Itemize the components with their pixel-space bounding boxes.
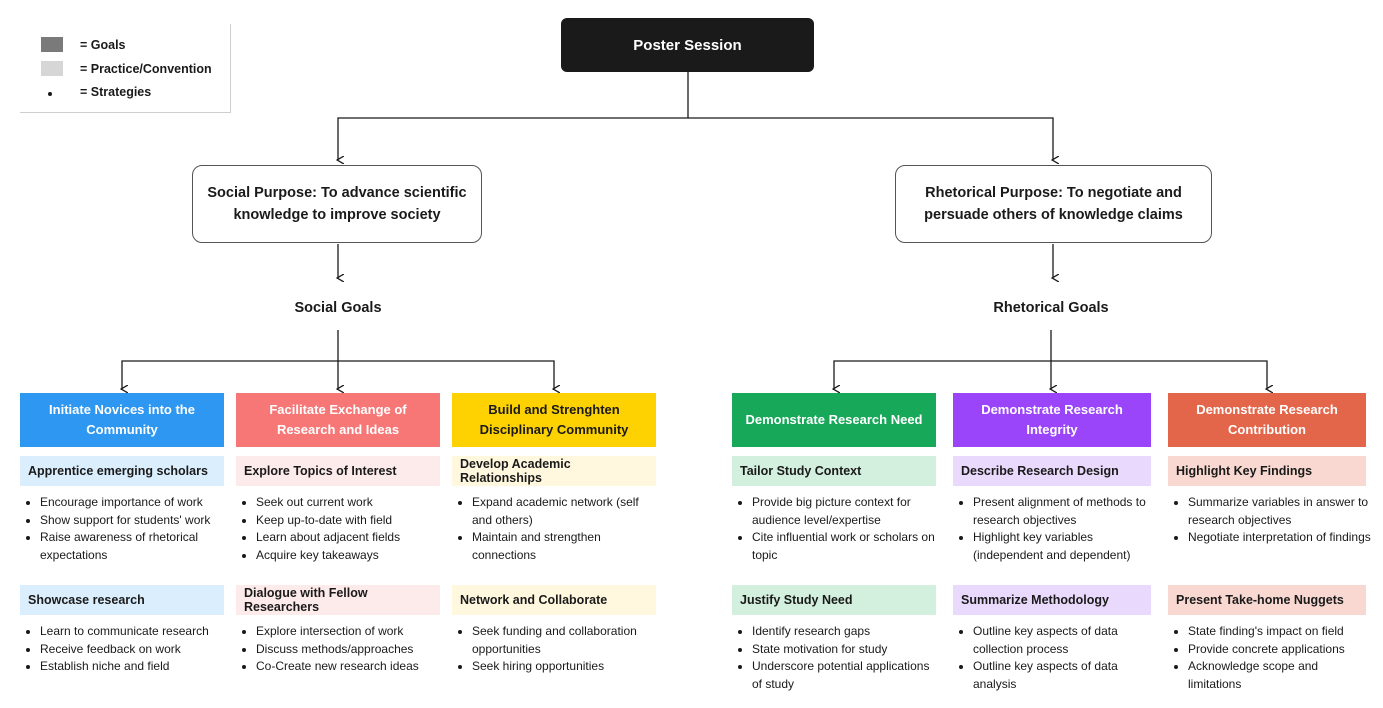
strategy-item: Outline key aspects of data collection p…: [973, 623, 1157, 658]
strategy-list: State finding's impact on fieldProvide c…: [1168, 623, 1372, 693]
strategy-item: State motivation for study: [752, 641, 942, 659]
connector-social-goal-3: [338, 360, 554, 389]
goal-box: Facilitate Exchange of Research and Idea…: [236, 393, 440, 447]
strategy-item: Underscore potential applications of stu…: [752, 658, 942, 693]
strategy-item: Seek hiring opportunities: [472, 658, 662, 676]
connector-root-rhetorical: [688, 117, 1053, 160]
strategy-list: Present alignment of methods to research…: [953, 494, 1157, 564]
practice-box: Dialogue with Fellow Researchers: [236, 585, 440, 615]
practice-box: Network and Collaborate: [452, 585, 656, 615]
strategy-item: Keep up-to-date with field: [256, 512, 446, 530]
legend-practice-label: = Practice/Convention: [80, 62, 212, 76]
strategy-item: Acknowledge scope and limitations: [1188, 658, 1372, 693]
goal-box: Demonstrate Research Contribution: [1168, 393, 1366, 447]
strategy-item: Expand academic network (self and others…: [472, 494, 662, 529]
connector-social-goal-1: [122, 330, 339, 389]
legend-goals-swatch: [41, 37, 63, 52]
legend: = Goals = Practice/Convention = Strategi…: [20, 24, 231, 113]
rhetorical-goals-label: Rhetorical Goals: [993, 300, 1109, 316]
strategy-item: Identify research gaps: [752, 623, 942, 641]
social-purpose-box: Social Purpose: To advance scientific kn…: [192, 165, 482, 243]
strategy-item: State finding's impact on field: [1188, 623, 1372, 641]
practice-box: Highlight Key Findings: [1168, 456, 1366, 486]
strategy-item: Provide big picture context for audience…: [752, 494, 942, 529]
practice-box: Explore Topics of Interest: [236, 456, 440, 486]
strategy-item: Cite influential work or scholars on top…: [752, 529, 942, 564]
practice-box: Describe Research Design: [953, 456, 1151, 486]
strategy-list: Identify research gapsState motivation f…: [732, 623, 942, 693]
practice-box: Showcase research: [20, 585, 224, 615]
legend-strategies-label: = Strategies: [80, 85, 152, 99]
strategy-item: Receive feedback on work: [40, 641, 230, 659]
strategy-item: Discuss methods/approaches: [256, 641, 446, 659]
strategy-list: Learn to communicate researchReceive fee…: [20, 623, 230, 676]
strategy-list: Seek out current workKeep up-to-date wit…: [236, 494, 446, 564]
strategy-list: Outline key aspects of data collection p…: [953, 623, 1157, 693]
strategy-item: Acquire key takeaways: [256, 547, 446, 565]
goal-box: Initiate Novices into the Community: [20, 393, 224, 447]
strategy-item: Establish niche and field: [40, 658, 230, 676]
rhetorical-purpose-box: Rhetorical Purpose: To negotiate and per…: [895, 165, 1212, 243]
strategy-list: Expand academic network (self and others…: [452, 494, 662, 564]
practice-box: Tailor Study Context: [732, 456, 936, 486]
strategy-item: Seek out current work: [256, 494, 446, 512]
goal-box: Demonstrate Research Integrity: [953, 393, 1151, 447]
strategy-item: Maintain and strengthen connections: [472, 529, 662, 564]
strategy-item: Encourage importance of work: [40, 494, 230, 512]
strategy-item: Explore intersection of work: [256, 623, 446, 641]
strategy-item: Present alignment of methods to research…: [973, 494, 1157, 529]
strategy-item: Learn to communicate research: [40, 623, 230, 641]
strategy-item: Highlight key variables (independent and…: [973, 529, 1157, 564]
legend-goals-label: = Goals: [80, 38, 126, 52]
practice-box: Justify Study Need: [732, 585, 936, 615]
strategy-list: Seek funding and collaboration opportuni…: [452, 623, 662, 676]
legend-strategies-bullet: [48, 92, 52, 96]
practice-box: Summarize Methodology: [953, 585, 1151, 615]
strategy-item: Outline key aspects of data analysis: [973, 658, 1157, 693]
practice-box: Present Take-home Nuggets: [1168, 585, 1366, 615]
strategy-list: Summarize variables in answer to researc…: [1168, 494, 1372, 547]
strategy-item: Provide concrete applications: [1188, 641, 1372, 659]
strategy-list: Provide big picture context for audience…: [732, 494, 942, 564]
legend-practice-swatch: [41, 61, 63, 76]
practice-box: Apprentice emerging scholars: [20, 456, 224, 486]
goal-box: Build and Strenghten Disciplinary Commun…: [452, 393, 656, 447]
social-goals-label: Social Goals: [294, 300, 382, 316]
root-node-poster-session: Poster Session: [561, 18, 814, 72]
strategy-item: Negotiate interpretation of findings: [1188, 529, 1372, 547]
strategy-item: Show support for students' work: [40, 512, 230, 530]
goal-box: Demonstrate Research Need: [732, 393, 936, 447]
strategy-item: Summarize variables in answer to researc…: [1188, 494, 1372, 529]
strategy-item: Co-Create new research ideas: [256, 658, 446, 676]
strategy-item: Learn about adjacent fields: [256, 529, 446, 547]
strategy-list: Encourage importance of workShow support…: [20, 494, 230, 564]
connector-root-social: [338, 72, 689, 160]
connector-rhetorical-goal-1: [834, 330, 1052, 389]
connector-rhetorical-goal-3: [1051, 360, 1267, 389]
strategy-list: Explore intersection of workDiscuss meth…: [236, 623, 446, 676]
practice-box: Develop Academic Relationships: [452, 456, 656, 486]
strategy-item: Seek funding and collaboration opportuni…: [472, 623, 662, 658]
strategy-item: Raise awareness of rhetorical expectatio…: [40, 529, 230, 564]
